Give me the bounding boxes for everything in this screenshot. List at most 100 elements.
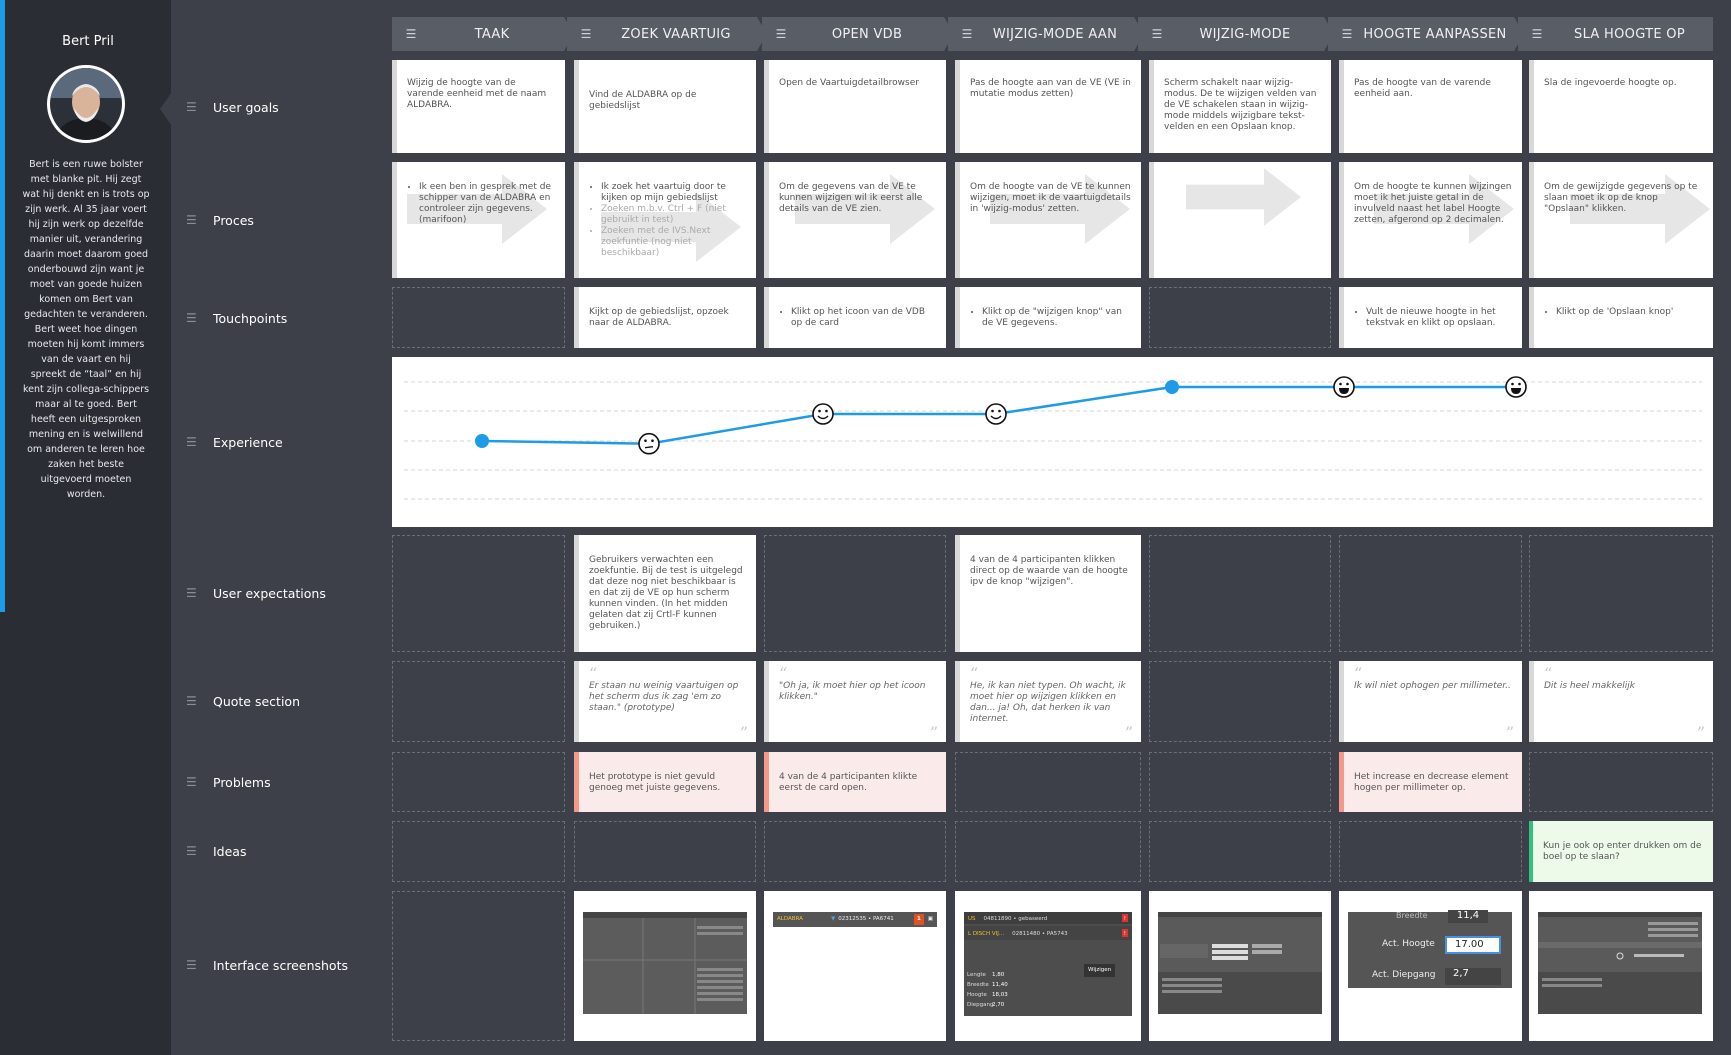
- screenshot-card[interactable]: [574, 891, 756, 1041]
- column-header-open-vdb[interactable]: ☰OPEN VDB: [762, 17, 954, 51]
- column-menu-icon[interactable]: ☰: [1531, 27, 1543, 41]
- row-label-touchpoints[interactable]: ☰Touchpoints: [186, 308, 287, 328]
- process-card[interactable]: Om de gewijzigde gegevens op te slaan mo…: [1529, 162, 1713, 278]
- row-label-ideas[interactable]: ☰Ideas: [186, 841, 246, 861]
- column-header-hoogte-aanpassen[interactable]: ☰HOOGTE AANPASSEN: [1328, 17, 1524, 51]
- touchpoint-card[interactable]: Vult de nieuwe hoogte in het tekstvak en…: [1339, 287, 1522, 348]
- quote-card[interactable]: “Dit is heel makkelijk”: [1529, 661, 1713, 742]
- touchpoint-card[interactable]: Klikt op de 'Opslaan knop': [1529, 287, 1713, 348]
- screenshot-card[interactable]: 11,4 Breedte Act. Hoogte 17.00 Act. Diep…: [1339, 891, 1522, 1041]
- idea-empty[interactable]: [764, 821, 946, 882]
- problem-card[interactable]: Het prototype is niet gevuld genoeg met …: [574, 752, 756, 812]
- process-card[interactable]: Ik een ben in gesprek met de schipper va…: [392, 162, 565, 278]
- quote-card[interactable]: “He, ik kan niet typen. Oh wacht, ik moe…: [955, 661, 1141, 742]
- grin-face-icon: [1505, 376, 1527, 398]
- column-menu-icon[interactable]: ☰: [405, 27, 417, 41]
- drag-handle-icon[interactable]: ☰: [186, 844, 197, 858]
- user-goal-card[interactable]: Scherm schakelt naar wijzig-modus. De te…: [1149, 60, 1331, 153]
- screenshot-card[interactable]: [1529, 891, 1713, 1041]
- row-label-user-expectations[interactable]: ☰ User expectations: [186, 583, 326, 603]
- row-label-proces[interactable]: ☰Proces: [186, 210, 254, 230]
- quote-card[interactable]: “Er staan nu weinig vaartuigen op het sc…: [574, 661, 756, 742]
- problem-empty[interactable]: [392, 752, 565, 812]
- quote-empty[interactable]: [1149, 661, 1331, 742]
- column-menu-icon[interactable]: ☰: [1151, 27, 1163, 41]
- user-goal-card[interactable]: Pas de hoogte van de varende eenheid aan…: [1339, 60, 1522, 153]
- screenshot-image[interactable]: ALDABRA ▼ 02312535 • PA6741 1 ▣: [773, 912, 937, 927]
- user-goal-card[interactable]: Wijzig de hoogte van de varende eenheid …: [392, 60, 565, 153]
- user-goal-card[interactable]: Sla de ingevoerde hoogte op.: [1529, 60, 1713, 153]
- problem-card[interactable]: Het increase en decrease element hogen p…: [1339, 752, 1522, 812]
- quote-empty[interactable]: [392, 661, 565, 742]
- row-label-interface-screenshots[interactable]: ☰Interface screenshots: [186, 955, 348, 975]
- column-header-taak[interactable]: ☰TAAK: [392, 17, 574, 51]
- screenshot-image[interactable]: [1158, 912, 1322, 1014]
- problem-empty[interactable]: [1529, 752, 1713, 812]
- column-menu-icon[interactable]: ☰: [961, 27, 973, 41]
- process-card[interactable]: Om de hoogte van de VE te kunnen wijzige…: [955, 162, 1141, 278]
- idea-empty[interactable]: [955, 821, 1141, 882]
- touchpoint-card[interactable]: Klikt op de "wijzigen knop" van de VE ge…: [955, 287, 1141, 348]
- user-goal-card[interactable]: Vind de ALDABRA op de gebiedslijst: [574, 60, 756, 153]
- screenshot-card[interactable]: US 04811890 • gebaseerd ! L DISCH VIJ...…: [955, 891, 1141, 1041]
- screenshot-image[interactable]: 11,4 Breedte Act. Hoogte 17.00 Act. Diep…: [1348, 910, 1512, 988]
- expectation-empty[interactable]: [1149, 535, 1331, 652]
- expectation-empty[interactable]: [1339, 535, 1522, 652]
- column-header-sla-hoogte-op[interactable]: ☰SLA HOOGTE OP: [1518, 17, 1713, 51]
- expectation-empty[interactable]: [1529, 535, 1713, 652]
- problem-card[interactable]: 4 van de 4 participanten klikte eerst de…: [764, 752, 946, 812]
- touchpoint-empty[interactable]: [1149, 287, 1331, 348]
- idea-card[interactable]: Kun je ook op enter drukken om de boel o…: [1529, 821, 1713, 882]
- touchpoint-card[interactable]: Kijkt op de gebiedslijst, opzoek naar de…: [574, 287, 756, 348]
- row-label-problems[interactable]: ☰Problems: [186, 772, 271, 792]
- drag-handle-icon[interactable]: ☰: [186, 775, 197, 789]
- process-card[interactable]: Ik zoek het vaartuig door te kijken op m…: [574, 162, 756, 278]
- row-label-user-goals[interactable]: ☰User goals: [186, 97, 279, 117]
- screenshot-image[interactable]: [583, 912, 747, 1014]
- drag-handle-icon[interactable]: ☰: [186, 213, 197, 227]
- quote-card[interactable]: “"Oh ja, ik moet hier op het icoon klikk…: [764, 661, 946, 742]
- idea-empty[interactable]: [574, 821, 756, 882]
- expectation-empty[interactable]: [764, 535, 946, 652]
- expectation-card[interactable]: 4 van de 4 participanten klikken direct …: [955, 535, 1141, 652]
- drag-handle-icon[interactable]: ☰: [186, 100, 197, 114]
- problem-empty[interactable]: [1149, 752, 1331, 812]
- user-goal-card[interactable]: Open de Vaartuigdetailbrowser: [764, 60, 946, 153]
- expectation-empty[interactable]: [392, 535, 565, 652]
- process-card[interactable]: Om de gegevens van de VE te kunnen wijzi…: [764, 162, 946, 278]
- experience-graph[interactable]: [392, 357, 1713, 527]
- column-menu-icon[interactable]: ☰: [775, 27, 787, 41]
- column-menu-icon[interactable]: ☰: [580, 27, 592, 41]
- column-title: WIJZIG-MODE: [1199, 26, 1291, 42]
- column-header-wijzig-mode[interactable]: ☰ WIJZIG-MODE: [1138, 17, 1334, 51]
- column-header-zoek-vaartuig[interactable]: ☰ZOEK VAARTUIG: [567, 17, 767, 51]
- drag-handle-icon[interactable]: ☰: [186, 694, 197, 708]
- screenshot-empty[interactable]: [392, 891, 565, 1041]
- process-card[interactable]: Om de hoogte te kunnen wijzingen moet ik…: [1339, 162, 1522, 278]
- quote-close-icon: ”: [929, 723, 938, 742]
- drag-handle-icon[interactable]: ☰: [186, 958, 197, 972]
- touchpoint-card[interactable]: Klikt op het icoon van de VDB op de card: [764, 287, 946, 348]
- smile-face-icon: [985, 403, 1007, 425]
- idea-empty[interactable]: [1339, 821, 1522, 882]
- row-label-quote-section[interactable]: ☰Quote section: [186, 691, 300, 711]
- drag-handle-icon[interactable]: ☰: [186, 435, 197, 449]
- screenshot-card[interactable]: [1149, 891, 1331, 1041]
- expectation-card[interactable]: Gebruikers verwachten een zoekfuntie. Bi…: [574, 535, 756, 652]
- screenshot-image[interactable]: US 04811890 • gebaseerd ! L DISCH VIJ...…: [964, 912, 1132, 1016]
- idea-empty[interactable]: [1149, 821, 1331, 882]
- screenshot-image[interactable]: [1538, 912, 1702, 1014]
- process-card[interactable]: [1149, 162, 1331, 278]
- screenshot-card[interactable]: ALDABRA ▼ 02312535 • PA6741 1 ▣: [764, 891, 946, 1041]
- drag-handle-icon[interactable]: ☰: [186, 311, 197, 325]
- row-label-experience[interactable]: ☰Experience: [186, 432, 283, 452]
- quote-card[interactable]: “Ik wil niet ophogen per millimeter..”: [1339, 661, 1522, 742]
- row-label-text: User expectations: [213, 585, 326, 601]
- idea-empty[interactable]: [392, 821, 565, 882]
- drag-handle-icon[interactable]: ☰: [186, 586, 197, 600]
- column-menu-icon[interactable]: ☰: [1341, 27, 1353, 41]
- user-goal-card[interactable]: Pas de hoogte aan van de VE (VE in mutat…: [955, 60, 1141, 153]
- touchpoint-empty[interactable]: [392, 287, 565, 348]
- column-header-wijzig-mode-aan[interactable]: ☰WIJZIG-MODE AAN: [948, 17, 1144, 51]
- problem-empty[interactable]: [955, 752, 1141, 812]
